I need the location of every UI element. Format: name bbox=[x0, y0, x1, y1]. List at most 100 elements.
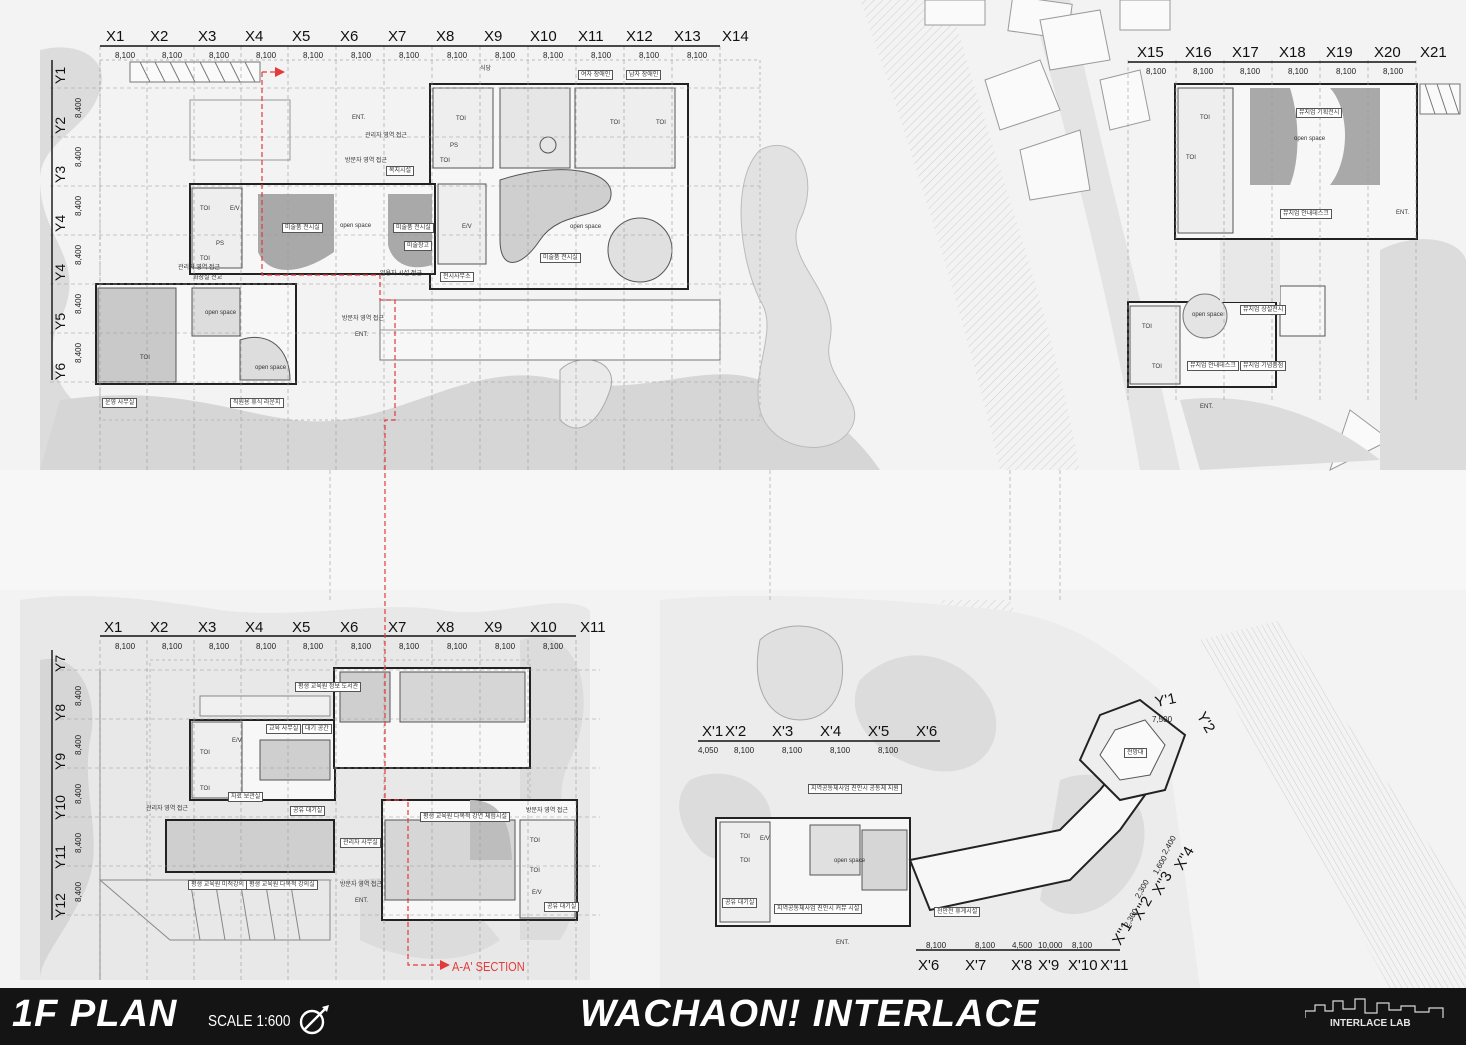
toilet-label: TOI bbox=[610, 120, 620, 126]
grid-x-label: X11 bbox=[580, 619, 606, 636]
dim: 8,100 bbox=[351, 51, 372, 60]
grid-y-label: Y2 bbox=[52, 116, 68, 134]
grid-x-label: X'3 bbox=[772, 723, 794, 740]
section-label: A-A' SECTION bbox=[452, 959, 525, 974]
dim: 8,400 bbox=[74, 685, 83, 706]
dim: 4,500 bbox=[1012, 941, 1033, 950]
building-upper-complex bbox=[95, 59, 761, 421]
grid-y-label: Y12 bbox=[52, 893, 68, 918]
toilet-label: TOI bbox=[200, 750, 210, 756]
grid-x-label: X12 bbox=[626, 28, 653, 45]
skyline-logo-icon bbox=[1305, 998, 1444, 1018]
grid-x-label: X21 bbox=[1420, 44, 1447, 61]
grid-x-label: X'11 bbox=[1100, 957, 1129, 974]
grid-x-label: X11 bbox=[578, 28, 604, 45]
room-label: 뮤지엄 기획전시 bbox=[1296, 108, 1343, 118]
dim: 8,400 bbox=[74, 342, 83, 363]
room-label: 화장실 전교 bbox=[193, 275, 223, 281]
ps-label: PS bbox=[216, 241, 225, 247]
grid-x-label: X20 bbox=[1374, 44, 1401, 61]
dim: 8,100 bbox=[543, 642, 564, 651]
grid-x-label: X14 bbox=[722, 28, 749, 45]
dim: 7,500 bbox=[1152, 715, 1173, 724]
room-label: 지역공동체사업 친안시 공동체 지원 bbox=[808, 784, 902, 794]
grid-x-label: X'6 bbox=[916, 723, 938, 740]
room-label: 미술품 전시실 bbox=[282, 223, 323, 233]
section-arrow bbox=[440, 960, 450, 970]
dim: 8,100 bbox=[782, 746, 803, 755]
room-label: 방문자 영역 접근 bbox=[345, 158, 387, 164]
room-label: 평생 교육원 다목적 강연 체험시설 bbox=[420, 812, 510, 822]
room-label: 남자 장애인 bbox=[626, 70, 662, 80]
grid-y-label: Y4 bbox=[52, 214, 68, 232]
elevator-label: E/V bbox=[232, 738, 242, 744]
dim: 8,100 bbox=[256, 51, 277, 60]
dim: 10,000 bbox=[1038, 941, 1063, 950]
dim: 8,100 bbox=[303, 51, 324, 60]
ps-label: PS bbox=[450, 143, 459, 149]
grid-x-label: X'5 bbox=[868, 723, 890, 740]
room-label: 뮤지엄 상설전시 bbox=[1240, 305, 1287, 315]
room-label: 평생 교육원 정보 도서관 bbox=[295, 682, 362, 692]
dim: 8,100 bbox=[399, 642, 420, 651]
grid-x-label: X9 bbox=[484, 619, 503, 636]
room-label: 여자 장애인 bbox=[578, 70, 614, 80]
elevator-label: E/V bbox=[462, 224, 472, 230]
elevator-label: E/V bbox=[532, 890, 542, 896]
room-label: 전시사무소 bbox=[440, 272, 474, 282]
grid-x-label: X5 bbox=[292, 28, 311, 45]
dim: 8,400 bbox=[74, 734, 83, 755]
toilet-label: TOI bbox=[656, 120, 666, 126]
dim: 8,100 bbox=[115, 642, 136, 651]
dim: 8,100 bbox=[303, 642, 324, 651]
room-label: 일용자 시설 접근 bbox=[380, 271, 422, 277]
dim: 8,100 bbox=[399, 51, 420, 60]
project-title: WACHAON! INTERLACE bbox=[580, 993, 1040, 1035]
room-label: 평생 교육원 미적강의 bbox=[188, 880, 248, 890]
room-label: 관리자 사무실 bbox=[340, 838, 381, 848]
room-label: 미술품 전시실 bbox=[393, 223, 434, 233]
grid-x-label: X5 bbox=[292, 619, 311, 636]
grid-x-label: X'8 bbox=[1011, 957, 1033, 974]
grid-x-label: X1 bbox=[106, 28, 125, 45]
parking-top bbox=[129, 61, 1461, 161]
grid-y-label: Y8 bbox=[52, 703, 68, 721]
grid-header-ticks bbox=[51, 45, 1416, 951]
entrance-label: ENT. bbox=[1396, 210, 1410, 216]
grid-x-label: X'1 bbox=[702, 723, 724, 740]
open-space-label: open space bbox=[340, 223, 372, 229]
entrance-label: ENT. bbox=[355, 898, 369, 904]
grid-y-label: Y1 bbox=[52, 66, 68, 84]
dim: 8,100 bbox=[1383, 67, 1404, 76]
open-space-label: open space bbox=[1192, 312, 1224, 318]
grid-y-label: Y5 bbox=[52, 312, 68, 330]
toilet-label: TOI bbox=[1200, 115, 1210, 121]
room-label: 미술창고 bbox=[404, 241, 433, 251]
grid-x-label: X13 bbox=[674, 28, 701, 45]
dim: 8,100 bbox=[734, 746, 755, 755]
dim: 8,400 bbox=[74, 832, 83, 853]
grid-x-label: X'6 bbox=[918, 957, 940, 974]
dim: 8,400 bbox=[74, 97, 83, 118]
toilet-label: TOI bbox=[530, 838, 540, 844]
grid-x-label: X1 bbox=[104, 619, 123, 636]
room-label: 관리자 영역 접근 bbox=[365, 133, 407, 139]
room-label: 운영 사무실 bbox=[102, 398, 138, 408]
room-label: 식당 bbox=[480, 66, 492, 72]
room-label: 지역공동체사업 친안시 커뮤 시설 bbox=[774, 904, 863, 914]
grid-x-label: X2 bbox=[150, 619, 169, 636]
toilet-label: TOI bbox=[200, 206, 210, 212]
dim: 8,100 bbox=[209, 642, 230, 651]
entrance-label: ENT. bbox=[352, 115, 366, 121]
dim: 8,100 bbox=[162, 51, 183, 60]
open-space-label: open space bbox=[205, 310, 237, 316]
grid-x-label: X'4 bbox=[820, 723, 842, 740]
toilet-label: TOI bbox=[440, 158, 450, 164]
grid-x-label: X10 bbox=[530, 28, 557, 45]
grid-x-label: X8 bbox=[436, 28, 455, 45]
entrance-label: ENT. bbox=[836, 940, 850, 946]
dim: 8,400 bbox=[74, 244, 83, 265]
dim: 8,100 bbox=[878, 746, 899, 755]
elevator-label: E/V bbox=[760, 836, 770, 842]
grid-x-label: X18 bbox=[1279, 44, 1306, 61]
